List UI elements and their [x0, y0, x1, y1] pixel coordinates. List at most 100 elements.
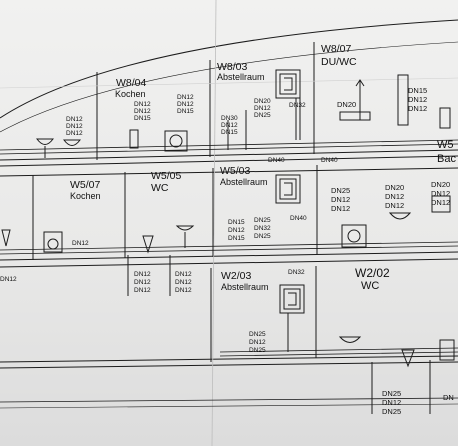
pipe-label: DN15	[134, 115, 151, 122]
room-name-w803: Abstellraum	[217, 72, 265, 82]
pipe-run-mid-1	[0, 241, 458, 251]
pipe-label: DN20	[385, 183, 405, 192]
pipe-label: DN12	[66, 116, 83, 123]
basin-w807	[339, 111, 371, 121]
tank-w2	[439, 339, 455, 361]
pipe-label: DN15	[228, 235, 245, 242]
cone-w505	[142, 235, 154, 254]
floor-slab-2-bottom	[0, 361, 458, 369]
pipe-label: DN15	[177, 108, 194, 115]
pipe-label: DN25	[254, 233, 271, 240]
pipe-label: DN25	[254, 112, 271, 119]
pipe-label: DN12	[249, 339, 266, 346]
washer-w507	[43, 231, 63, 253]
pipe-label: DN12	[177, 101, 194, 108]
pipe-run-low-1	[219, 347, 458, 353]
pipe-label: DN30	[221, 115, 238, 122]
pipe-label: DN25	[249, 347, 266, 354]
pipe-label: DN32	[289, 102, 306, 109]
pipe-label: DN20	[254, 98, 271, 105]
room-code-w803: W8/03	[217, 61, 248, 73]
pipe-label: DN12	[228, 227, 245, 234]
pipe-label: DN12	[134, 287, 151, 294]
sink-upper-1	[36, 138, 54, 145]
pipe-label: DN12	[385, 192, 405, 201]
shaft-w503	[275, 174, 301, 204]
paper-fold-v	[211, 0, 217, 446]
cone-w202	[401, 349, 415, 368]
pipe-label: DN12	[177, 94, 194, 101]
room-name-w807: DU/WC	[321, 56, 357, 68]
room-code-w505: W5/05	[151, 170, 182, 182]
pipe-label: DN40	[321, 157, 338, 164]
pipe-label: DN25	[331, 186, 351, 195]
pipe-label: DN12	[254, 105, 271, 112]
pipe-label: DN32	[254, 225, 271, 232]
roof-arc-inner	[0, 41, 458, 133]
room-code-w807: W8/07	[321, 43, 352, 55]
room-name-w202: WC	[361, 280, 380, 292]
pipe-label: DN12	[175, 279, 192, 286]
room-code-w507: W5/07	[70, 179, 101, 191]
pipe-run-mid-2	[0, 245, 458, 255]
pipe-label: DN25	[249, 331, 266, 338]
shaft-w803	[275, 69, 301, 99]
pipe-label: DN12	[431, 189, 451, 198]
room-name-w507: Kochen	[70, 191, 101, 201]
sink-upper-2	[63, 139, 81, 146]
pipe-run-low-2	[219, 351, 458, 357]
pipe-label: DN12	[331, 204, 351, 213]
pipe-label: DN25	[382, 389, 402, 398]
roof-arc	[0, 19, 458, 119]
pipe-label: DN12	[175, 287, 192, 294]
pipe-run-upper-2	[0, 143, 458, 155]
pipe-label: DN12	[408, 95, 428, 104]
pipe-label: DN20	[431, 180, 451, 189]
floor-slab-5-top	[0, 251, 458, 261]
floor-slab-8-top	[0, 149, 458, 161]
pipe-label: DN40	[290, 215, 307, 222]
pipe-label: DN25	[382, 407, 402, 416]
floor-slab-5-bottom	[0, 258, 458, 268]
ceiling-level-5	[0, 167, 458, 177]
pipe-label: DN	[443, 393, 454, 402]
room-name-w203: Abstellraum	[221, 282, 269, 292]
pipe-run-bottom-2	[0, 403, 458, 409]
floor-slab-8-bottom	[0, 155, 458, 167]
room-code-w5bad: W5	[437, 139, 454, 151]
pipe-label: DN32	[288, 269, 305, 276]
room-name-w503: Abstellraum	[220, 177, 268, 187]
room-code-w503: W5/03	[220, 165, 251, 177]
pipe-label: DN12	[0, 276, 17, 283]
pipe-label: DN15	[228, 219, 245, 226]
pipe-label: DN12	[66, 130, 83, 137]
tank-w807	[397, 74, 409, 126]
room-code-w202: W2/02	[355, 266, 390, 280]
pipe-label: DN40	[268, 157, 285, 164]
pipe-label: DN12	[385, 201, 405, 210]
sink-w202	[338, 336, 362, 343]
pipe-label: DN15	[408, 86, 428, 95]
pipe-label: DN12	[134, 271, 151, 278]
pipe-label: DN12	[72, 240, 89, 247]
room-name-w5bad: Bac	[437, 153, 456, 165]
sink-w5	[388, 212, 412, 220]
pipe-label: DN12	[331, 195, 351, 204]
floor-slab-2-top	[0, 355, 458, 363]
pipe-label: DN12	[408, 104, 428, 113]
sink-w505	[175, 225, 195, 231]
shaft-w203	[279, 284, 305, 314]
pipe-label: DN25	[254, 217, 271, 224]
room-code-w804: W8/04	[116, 77, 147, 89]
pipe-label: DN12	[221, 122, 238, 129]
pipe-label: DN12	[134, 101, 151, 108]
pipe-label: DN12	[431, 198, 451, 207]
room-name-w505: WC	[151, 182, 169, 194]
pipe-label: DN20	[337, 100, 357, 109]
pipe-label: DN15	[221, 129, 238, 136]
pipe-label: DN12	[134, 108, 151, 115]
tank-w5	[431, 195, 451, 213]
pipe-label: DN12	[175, 271, 192, 278]
